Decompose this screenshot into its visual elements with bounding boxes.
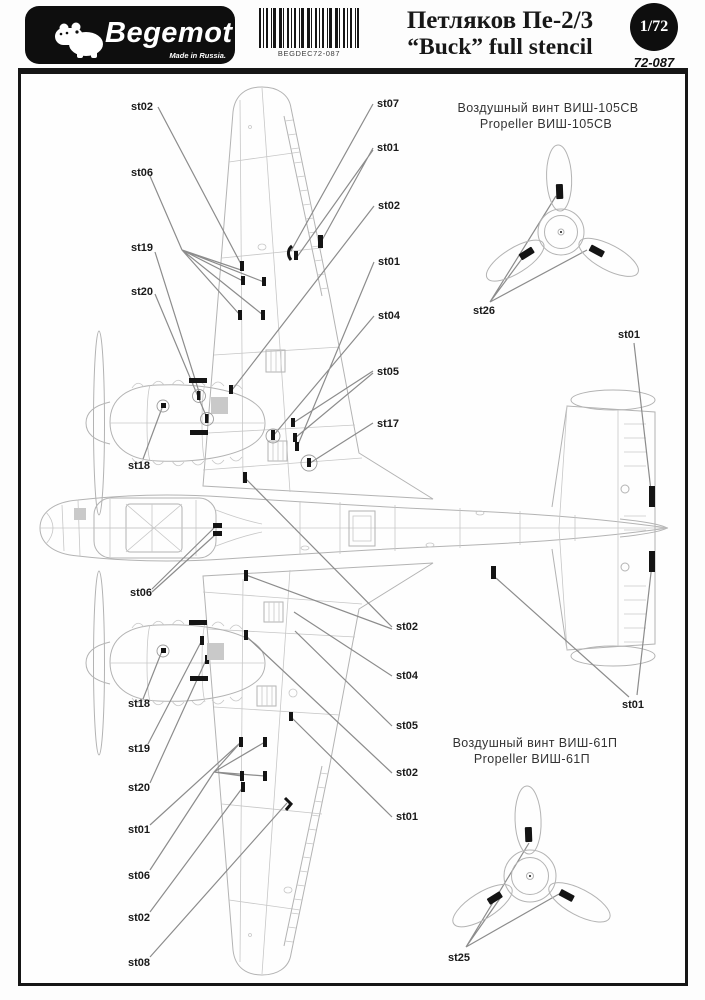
title-line-1: Петляков Пе-2/3: [406, 7, 594, 34]
propeller-title-en-bottom: Propeller ВИШ-61П: [474, 752, 590, 766]
propeller-title-en-top: Propeller ВИШ-105СВ: [480, 117, 612, 131]
stencil-label: st19: [131, 242, 153, 254]
mark-highlight-circles: [156, 389, 318, 660]
stencil-label: st17: [377, 418, 399, 430]
barcode-bars: [259, 8, 359, 48]
scale-and-code: 1/72 72-087: [626, 3, 682, 70]
stencil-label: st19: [128, 743, 150, 755]
radiator-grilles: [256, 349, 288, 707]
stencil-label: st05: [377, 366, 399, 378]
lower-engine-nacelle: [85, 570, 266, 756]
stencil-label: st25: [448, 952, 470, 964]
stencil-label: st02: [128, 912, 150, 924]
stencil-label: st01: [377, 142, 399, 154]
aircraft-drawing: [39, 86, 669, 976]
leader-lines: [142, 103, 653, 958]
stencil-label: st06: [131, 167, 153, 179]
begemot-logo: Begemot Made in Russia.: [25, 6, 235, 64]
propeller-title-ru-top: Воздушный винт ВИШ-105СВ: [457, 101, 638, 115]
stencil-label: st20: [128, 782, 150, 794]
stencil-label: st01: [378, 256, 400, 268]
chevron-stencil-mark: [283, 796, 294, 811]
tail-group: [551, 389, 668, 667]
stencil-label: st02: [378, 200, 400, 212]
hippo-icon: [55, 22, 103, 58]
stencil-label: st06: [130, 587, 152, 599]
barcode-number: BEGDEC72-087: [277, 49, 341, 58]
propeller-vish105: [485, 144, 639, 282]
made-in-text: Made in Russia.: [169, 51, 226, 60]
title-line-2: “Buck” full stencil: [407, 34, 593, 60]
lower-wing: [202, 562, 434, 976]
sheet-title: Петляков Пе-2/3 “Buck” full stencil: [378, 7, 622, 60]
stencil-label: st08: [128, 957, 150, 969]
product-code: 72-087: [633, 55, 675, 70]
scale-badge: 1/72: [630, 3, 678, 51]
stencil-label: st04: [378, 310, 401, 322]
stencil-label: st18: [128, 460, 150, 472]
stencil-label: st01: [128, 824, 150, 836]
stencil-label: st20: [131, 286, 153, 298]
propeller-title-ru-bottom: Воздушный винт ВИШ-61П: [453, 736, 618, 750]
stencil-label: st06: [128, 870, 150, 882]
brand-name: Begemot: [105, 17, 233, 49]
stencil-label: st01: [618, 329, 640, 341]
stencil-label: st02: [396, 621, 418, 633]
stencil-label: st01: [622, 699, 644, 711]
stencil-label: st01: [396, 811, 418, 823]
stencil-label: st07: [377, 98, 399, 110]
upper-wing: [202, 86, 434, 500]
stencil-label: st02: [131, 101, 153, 113]
stencil-marks: [161, 235, 655, 792]
upper-engine-nacelle: [85, 330, 266, 516]
propeller-vish61: [452, 785, 611, 928]
stencil-label: st04: [396, 670, 419, 682]
stencil-label: st05: [396, 720, 418, 732]
curved-stencil-mark: [287, 244, 294, 261]
stencil-label: st26: [473, 305, 495, 317]
barcode: BEGDEC72-087: [259, 8, 359, 58]
stencil-label: st02: [396, 767, 418, 779]
stencil-label: st18: [128, 698, 150, 710]
